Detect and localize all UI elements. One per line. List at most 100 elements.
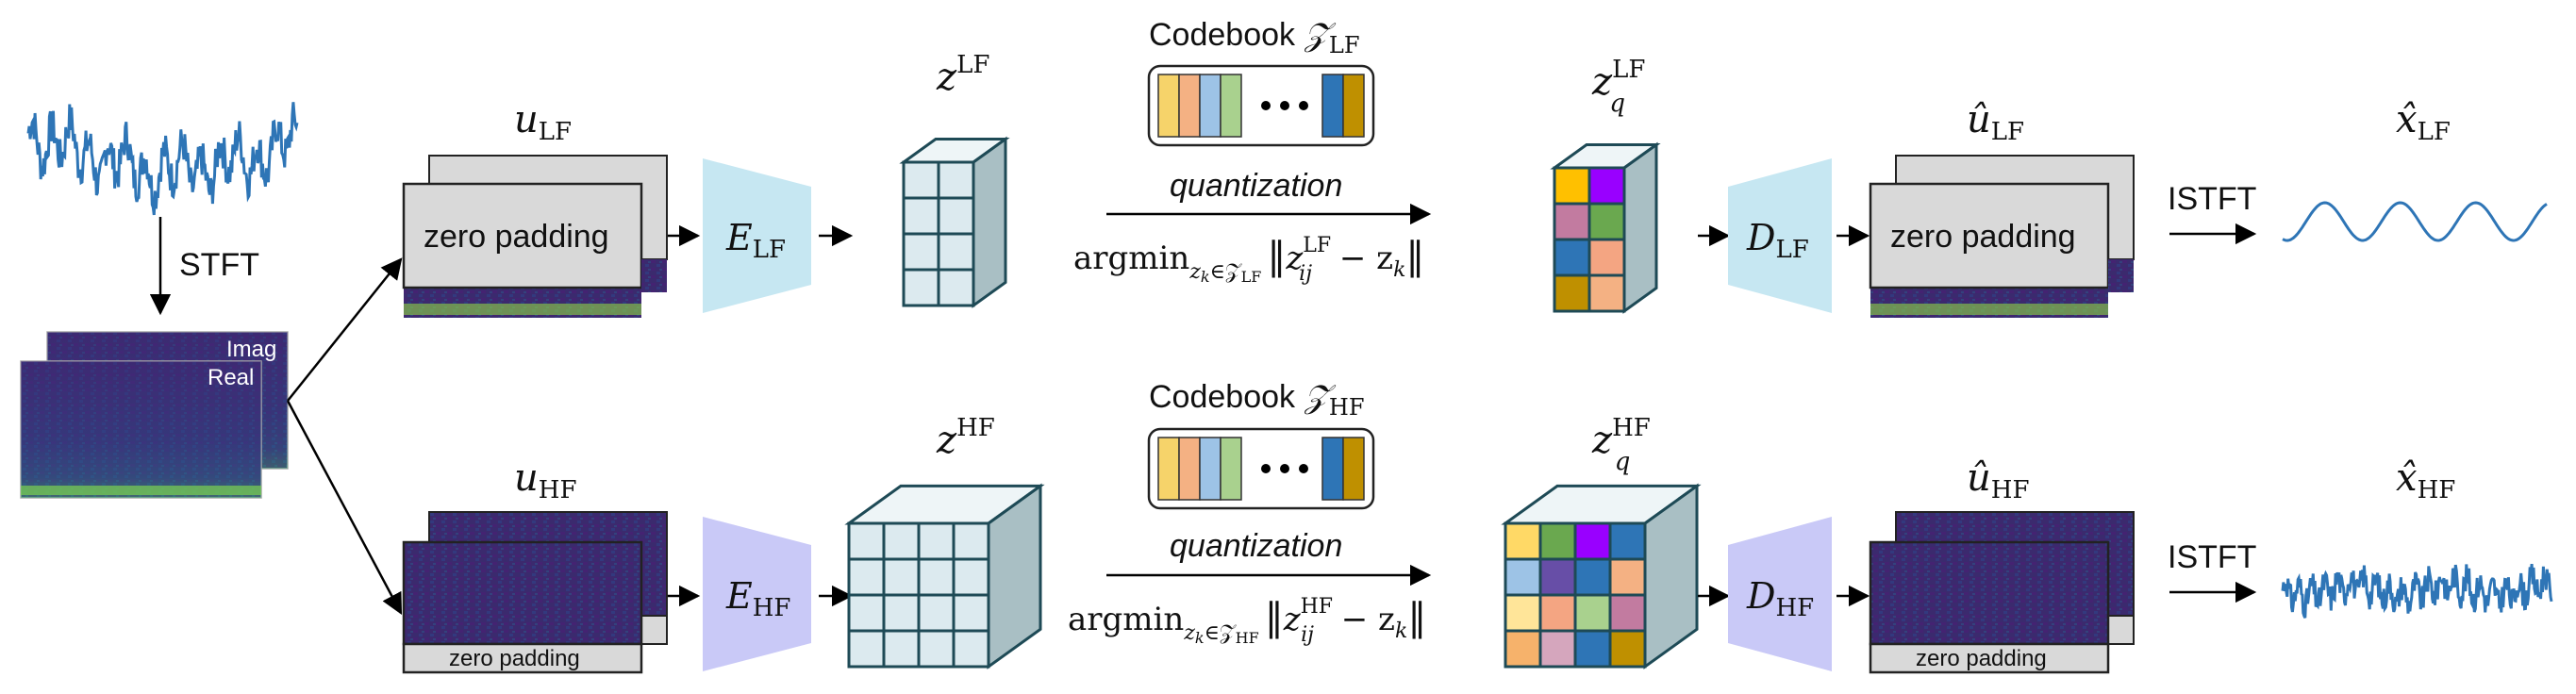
lf-zq-label: z (1591, 60, 1613, 104)
hf-codebook-cell (1199, 437, 1222, 501)
hf-latent-cube-cell (952, 593, 990, 633)
hf-z-sup: HF (956, 414, 995, 442)
svg-text:EHF: EHF (725, 575, 790, 622)
hf-argmin-sub-in: ∈𝒵 (1205, 621, 1237, 645)
hf-decoder-label: D (1746, 575, 1775, 617)
lf-codebook-cell (1342, 74, 1365, 138)
hf-encoder-sub: HF (753, 594, 791, 622)
lf-codebook-cell (1178, 74, 1201, 138)
lf-xhat-sub: LF (2418, 118, 2451, 146)
lf-codebook-ellipsis-dot (1280, 101, 1289, 110)
hf-u-label: u (514, 456, 539, 500)
lf-z-sup: LF (956, 51, 989, 79)
hf-codebook-cell (1220, 437, 1242, 501)
svg-text:DHF: DHF (1746, 575, 1814, 622)
lf-output-waveform (2282, 201, 2548, 242)
lf-z-label: z (936, 56, 957, 99)
hf-quantized-cube-cell (1608, 521, 1647, 561)
lf-latent-cube-cell (902, 196, 940, 236)
lf-quantized-cube-side-face (1622, 141, 1658, 314)
hf-encoder-label: E (725, 575, 753, 617)
lf-quantized-cube-cell (1553, 273, 1591, 313)
hf-quantized-cube-cell (1608, 557, 1647, 597)
hf-xhat-sub: HF (2418, 476, 2456, 504)
lf-argmin-sub-k: k (1201, 268, 1210, 286)
lf-latent-cube-cell (902, 268, 940, 307)
lf-argmin-sub-in: ∈𝒵 (1210, 260, 1242, 284)
lf-istft-label: ISTFT (2168, 181, 2256, 217)
hf-quantized-cube-cell (1538, 593, 1577, 633)
lf-input-spectrogram: zero padding (402, 155, 668, 318)
hf-codebook-cell (1157, 437, 1180, 501)
hf-quantized-cube-cell (1573, 521, 1612, 561)
lf-decoder-sub: LF (1775, 236, 1808, 264)
imag-label: Imag (226, 337, 276, 362)
lf-u-sub: LF (539, 118, 572, 146)
hf-codebook-label: Codebook (1149, 379, 1296, 415)
lf-quantized-cube-cell (1553, 166, 1591, 206)
lf-latent-cube (899, 136, 1010, 308)
lf-uhat-sub: LF (1991, 118, 2024, 146)
hf-input-spectrogram: zero padding (402, 511, 668, 674)
svg-text:x̂HF: x̂HF (2396, 456, 2455, 504)
lf-uhat-label: û (1967, 98, 1991, 141)
hf-latent-cube-cell (847, 593, 886, 633)
hf-codebook-sub: HF (1329, 394, 1365, 421)
lf-argmin-sub-set: LF (1241, 268, 1262, 286)
hf-quantized-cube-cell (1504, 593, 1542, 633)
lf-latent-cube-cell (937, 232, 975, 272)
hf-output-waveform (2281, 563, 2553, 619)
hf-uhat-sub: HF (1991, 476, 2030, 504)
svg-text:ûHF: ûHF (1967, 456, 2029, 504)
hf-quantized-cube-cell (1573, 593, 1612, 633)
lf-codebook-ellipsis-dot (1299, 101, 1308, 110)
hf-latent-cube-cell (882, 629, 921, 669)
hf-norm-sup: HF (1301, 595, 1333, 619)
hf-norm-k: k (1395, 620, 1407, 643)
split-arrow-lf (287, 257, 403, 402)
hf-z-label: z (936, 419, 957, 462)
hf-output-spectrogram: zero padding (1869, 511, 2135, 674)
lf-decoder-label: D (1746, 217, 1775, 258)
lf-encoder-sub: LF (753, 236, 786, 264)
lf-quantized-cube-cell (1587, 166, 1626, 206)
hf-quantized-cube-cell (1573, 557, 1612, 597)
hf-uhat-label: û (1967, 456, 1991, 500)
lf-quantized-cube-cell (1587, 238, 1626, 277)
hf-quantized-cube-cell (1538, 557, 1577, 597)
lf-codebook-vector (1147, 64, 1375, 147)
hf-latent-cube-cell (917, 593, 956, 633)
lf-norm-z: z (1285, 240, 1304, 277)
svg-text:uHF: uHF (514, 456, 576, 504)
lf-norm-minus: − z (1329, 240, 1393, 277)
hf-quantized-cube-cell (1538, 629, 1577, 669)
lf-codebook-cell (1321, 74, 1344, 138)
hf-latent-cube-cell (847, 521, 886, 561)
hf-codebook-cell (1178, 437, 1201, 501)
lf-quantized-cube-cell (1553, 202, 1591, 241)
input-spectrogram-real: Real (20, 360, 262, 499)
lf-codebook-ellipsis-dot (1261, 101, 1271, 110)
hf-argmin-sub-set: HF (1236, 629, 1259, 647)
hf-quantization-label: quantization (1170, 528, 1342, 564)
hf-norm-z: z (1283, 601, 1302, 638)
hf-zq-label: z (1591, 419, 1613, 462)
hf-latent-cube-cell (882, 593, 921, 633)
hf-encoder-trapezoid (703, 517, 811, 671)
lf-codebook-cell (1157, 74, 1180, 138)
lf-quantized-cube-cell (1553, 238, 1591, 277)
hf-istft-label: ISTFT (2168, 539, 2256, 575)
hf-decoder-trapezoid (1728, 517, 1832, 671)
lf-quantized-cube-cell (1587, 273, 1626, 313)
hf-norm-ij: ij (1301, 623, 1314, 647)
hf-codebook-cell (1342, 437, 1365, 501)
lf-quantized-cube (1550, 141, 1661, 314)
lf-argmin-label: argmin (1073, 240, 1189, 277)
lf-norm-k: k (1393, 258, 1405, 282)
